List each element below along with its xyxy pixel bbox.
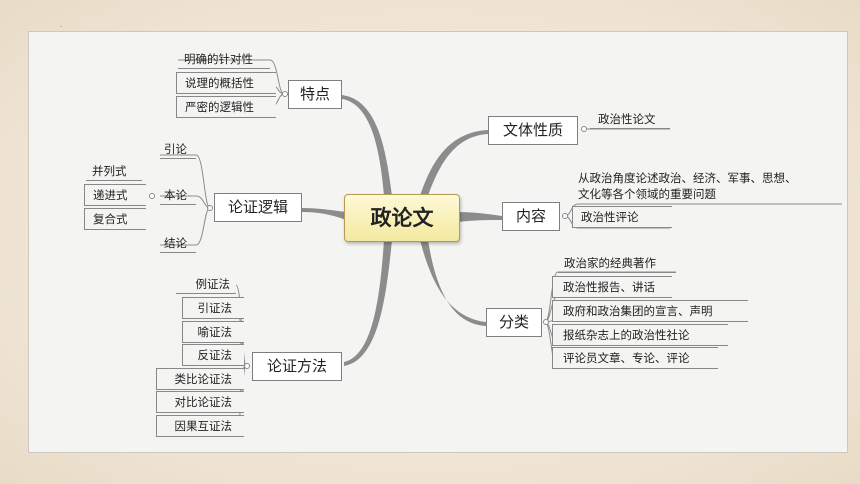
corner-mark: · (60, 23, 63, 31)
collapse-dot-body[interactable] (149, 193, 155, 199)
topic-content[interactable]: 内容 (502, 202, 560, 231)
logic-intro[interactable]: 引论 (160, 140, 196, 159)
center-topic[interactable]: 政论文 (344, 194, 460, 242)
topic-methods[interactable]: 论证方法 (252, 352, 342, 381)
logic-sub-2[interactable]: 递进式 (84, 184, 146, 206)
features-item-1[interactable]: 明确的针对性 (178, 50, 270, 69)
features-item-3[interactable]: 严密的逻辑性 (176, 96, 276, 118)
method-7[interactable]: 因果互证法 (156, 415, 244, 437)
topic-category[interactable]: 分类 (486, 308, 542, 337)
content-item-1-line-1[interactable]: 从政治角度论述政治、经济、军事、思想、 (578, 171, 797, 185)
method-4[interactable]: 反证法 (182, 344, 244, 366)
content-item-1-line-2[interactable]: 文化等各个领域的重要问题 (578, 187, 716, 201)
branch-logic (302, 208, 346, 220)
collapse-dot-content[interactable] (562, 213, 568, 219)
method-3[interactable]: 喻证法 (182, 321, 244, 343)
branch-features (342, 95, 392, 196)
method-6[interactable]: 对比论证法 (156, 391, 244, 413)
logic-body[interactable]: 本论 (160, 186, 196, 205)
collapse-dot-features[interactable] (282, 91, 288, 97)
logic-sub-1[interactable]: 并列式 (86, 162, 142, 181)
branch-nature (420, 130, 488, 196)
branch-methods (344, 240, 392, 366)
method-5[interactable]: 类比论证法 (156, 368, 244, 390)
features-item-2[interactable]: 说理的概括性 (176, 72, 276, 94)
nature-item[interactable]: 政治性论文 (590, 110, 670, 129)
topic-features[interactable]: 特点 (288, 80, 342, 109)
collapse-dot-logic[interactable] (207, 205, 213, 211)
category-item-2[interactable]: 政治性报告、讲话 (552, 276, 672, 298)
topic-nature[interactable]: 文体性质 (488, 116, 578, 145)
method-2[interactable]: 引证法 (182, 297, 244, 319)
branch-content (458, 212, 502, 222)
topic-logic[interactable]: 论证逻辑 (214, 193, 302, 222)
category-item-3[interactable]: 政府和政治集团的宣言、声明 (552, 300, 748, 322)
logic-sub-3[interactable]: 复合式 (84, 208, 146, 230)
category-item-4[interactable]: 报纸杂志上的政治性社论 (552, 324, 728, 346)
collapse-dot-methods[interactable] (244, 363, 250, 369)
category-item-1[interactable]: 政治家的经典著作 (558, 254, 676, 273)
logic-conclusion[interactable]: 结论 (160, 234, 196, 253)
collapse-dot-category[interactable] (543, 319, 549, 325)
method-1[interactable]: 例证法 (176, 275, 236, 294)
collapse-dot-nature[interactable] (581, 126, 587, 132)
branch-category (420, 240, 486, 326)
category-item-5[interactable]: 评论员文章、专论、评论 (552, 347, 718, 369)
content-item-2[interactable]: 政治性评论 (572, 206, 672, 228)
